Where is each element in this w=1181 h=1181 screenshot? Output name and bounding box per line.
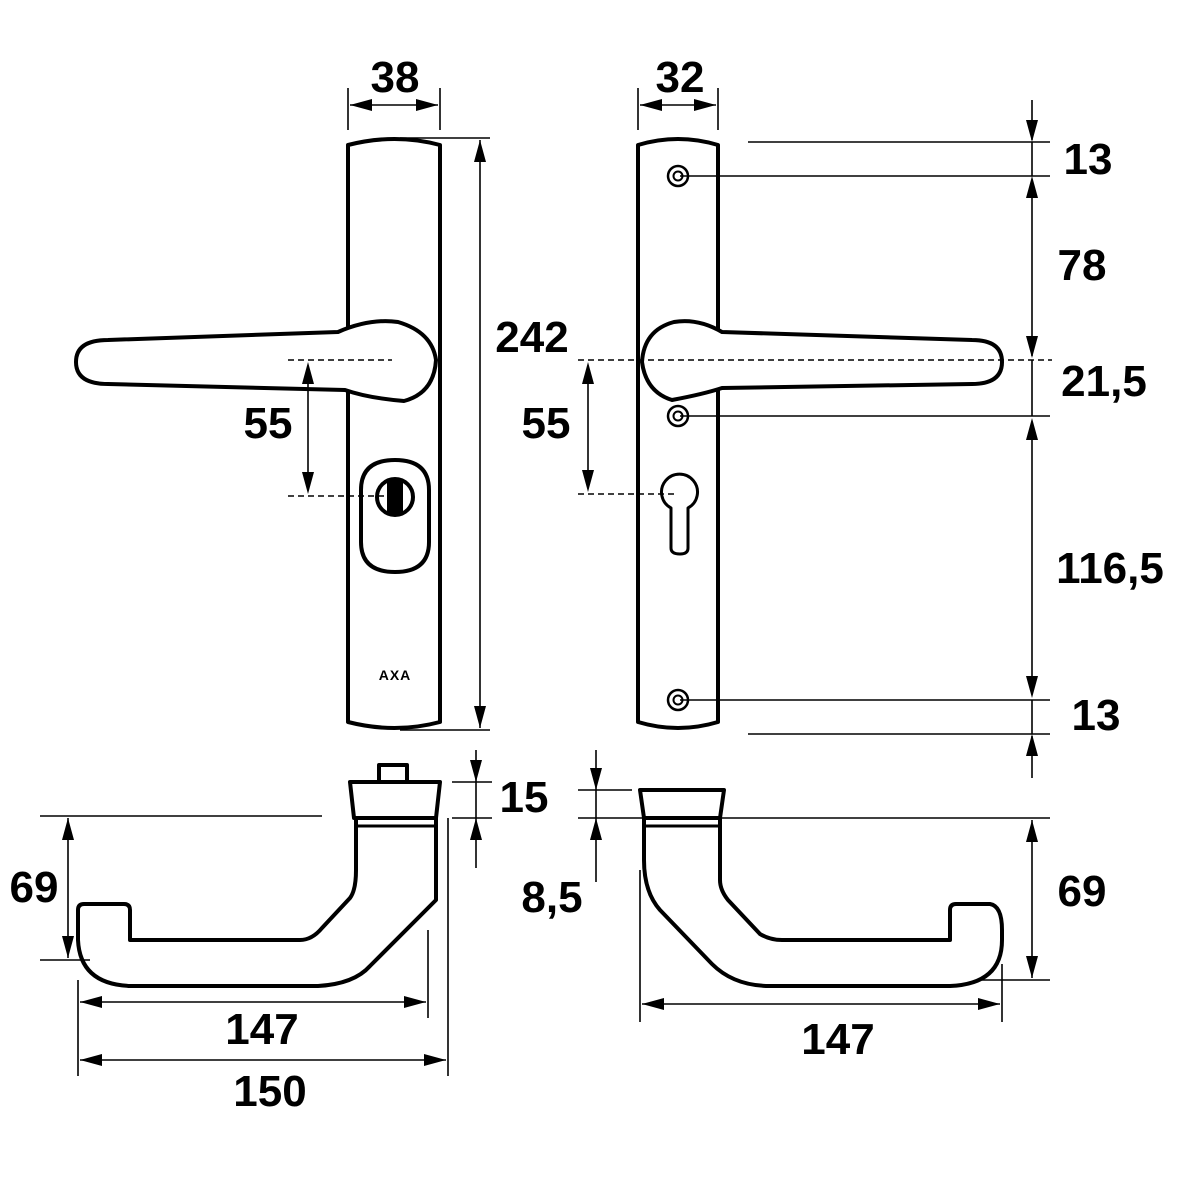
right-55-arrow-bottom <box>582 470 594 492</box>
chain-116-5-arrow-top <box>1026 418 1038 440</box>
right-escutcheon-plate <box>636 137 720 730</box>
left-15-arrow-top <box>470 760 482 782</box>
right-69-label: 69 <box>1058 867 1107 916</box>
right-32-label: 32 <box>656 53 705 102</box>
left-38-arrow-left <box>350 99 372 111</box>
right-55-arrow-top <box>582 362 594 384</box>
left-147-arrow-right <box>404 996 426 1008</box>
left-side-lever <box>76 816 438 988</box>
left-side-rosette <box>348 780 442 820</box>
left-55-arrow-bottom <box>302 472 314 494</box>
chain-13-bottom-label: 13 <box>1072 691 1121 740</box>
right-32-arrow-right <box>694 99 716 111</box>
left-55-label: 55 <box>244 399 293 448</box>
chain-13-top-arrow <box>1026 120 1038 142</box>
left-147-arrow-left <box>80 996 102 1008</box>
right-side-rosette <box>638 788 726 820</box>
left-lever-handle <box>74 319 438 403</box>
left-front-view: AXA 55 38 242 <box>74 53 569 731</box>
chain-21-5-label: 21,5 <box>1061 357 1147 406</box>
right-32-arrow-left <box>640 99 662 111</box>
right-147-arrow-left <box>642 998 664 1010</box>
chain-78-arrow-bottom <box>1026 336 1038 358</box>
right-side-lever <box>642 816 1004 988</box>
left-15-label: 15 <box>500 773 549 822</box>
right-side-view: 8,5 69 147 <box>521 750 1106 1064</box>
left-69-arrow-bottom <box>62 936 74 958</box>
left-242-label: 242 <box>495 313 568 362</box>
left-side-view: 15 69 147 150 <box>10 750 549 1116</box>
brand-logo: AXA <box>379 667 412 683</box>
chain-13-bottom-arrow <box>1026 734 1038 756</box>
chain-78-label: 78 <box>1058 241 1107 290</box>
left-38-label: 38 <box>371 53 420 102</box>
left-55-arrow-top <box>302 362 314 384</box>
right-69-arrow-top <box>1026 820 1038 842</box>
left-69-arrow-top <box>62 818 74 840</box>
right-147-label: 147 <box>801 1015 874 1064</box>
left-escutcheon-plate <box>346 137 442 730</box>
right-147-arrow-right <box>978 998 1000 1010</box>
chain-13-top-label: 13 <box>1064 135 1113 184</box>
left-150-label: 150 <box>233 1067 306 1116</box>
left-150-arrow-left <box>80 1054 102 1066</box>
left-cylinder-slot <box>387 481 403 513</box>
right-55-label: 55 <box>522 399 571 448</box>
right-69-arrow-bottom <box>1026 956 1038 978</box>
right-front-view: 55 32 13 78 21,5 116,5 13 <box>522 53 1164 778</box>
left-150-arrow-right <box>424 1054 446 1066</box>
left-38-arrow-right <box>416 99 438 111</box>
left-242-arrow-top <box>474 140 486 162</box>
chain-116-5-label: 116,5 <box>1056 544 1164 593</box>
right-8-5-label: 8,5 <box>521 873 582 922</box>
right-8-5-arrow-top <box>590 768 602 790</box>
left-147-label: 147 <box>225 1005 298 1054</box>
right-8-5-arrow-bottom <box>590 818 602 840</box>
chain-116-5-arrow-bottom <box>1026 676 1038 698</box>
left-242-arrow-bottom <box>474 706 486 728</box>
left-15-arrow-bottom <box>470 818 482 840</box>
left-69-label: 69 <box>10 863 59 912</box>
